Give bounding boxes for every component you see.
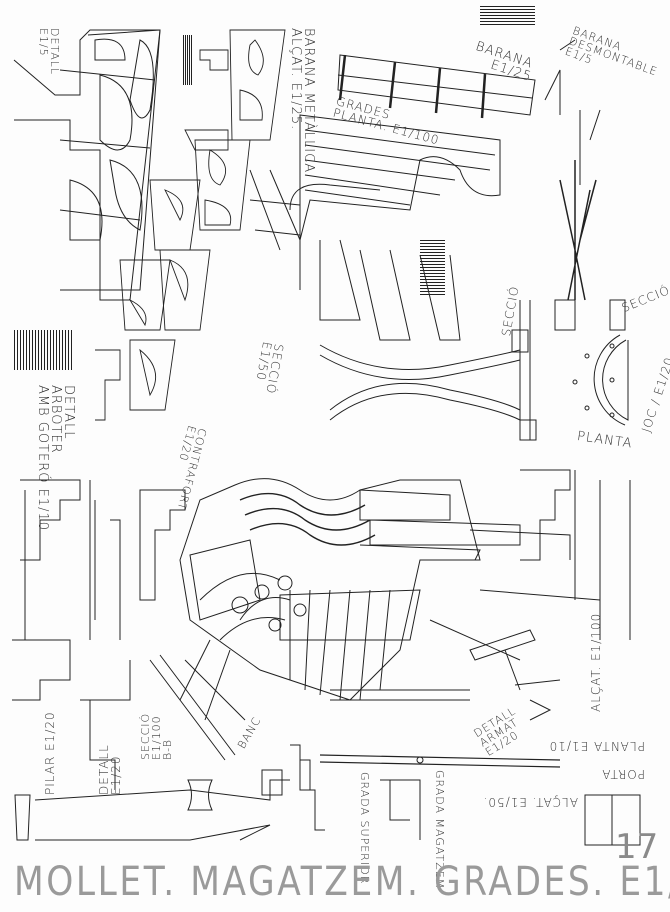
label-line: AMB GOTERÓ E1/10 (35, 385, 50, 532)
barana-metallica-elevations (95, 29, 286, 421)
label-line: PLANTA E1/10 (548, 739, 645, 753)
label-line: PORTA (601, 767, 645, 781)
stepped-sections (12, 469, 631, 701)
label-line: DETALL (48, 28, 61, 76)
beam-crossing-plan (319, 300, 537, 441)
main-stand-plan (179, 478, 601, 721)
label-alcat-e150: ALÇAT. E1/50. (482, 795, 578, 809)
label-line: B-B (161, 739, 174, 760)
notes-block-decoration (14, 330, 74, 370)
playground-plan-semicircle (554, 299, 629, 426)
notes-block-decoration (420, 240, 445, 295)
label-line: BARANA METÀLLICA (301, 28, 316, 174)
notes-block-decoration (183, 35, 193, 85)
railing-detail-drawing (13, 29, 161, 301)
barana-desmontable-drawing (544, 39, 601, 301)
bottom-section-drawings (14, 629, 641, 846)
sheet-number: 17 (615, 827, 659, 867)
notes-block-decoration (480, 5, 535, 25)
label-pilar: PILAR E1/20 (43, 711, 57, 795)
label-line: E1/20 (109, 755, 123, 795)
label-alcat-e1100: ALÇAT. E1/100 (589, 612, 603, 712)
grades-plan-top (249, 54, 536, 341)
sheet-title: MOLLET. MAGATZEM. GRADES. E1/100 (14, 859, 670, 905)
label-line: ARBOTER (48, 385, 63, 454)
label-porta: PORTA PLANTA E1/10 (548, 739, 645, 781)
label-line: DETALL (61, 385, 76, 440)
